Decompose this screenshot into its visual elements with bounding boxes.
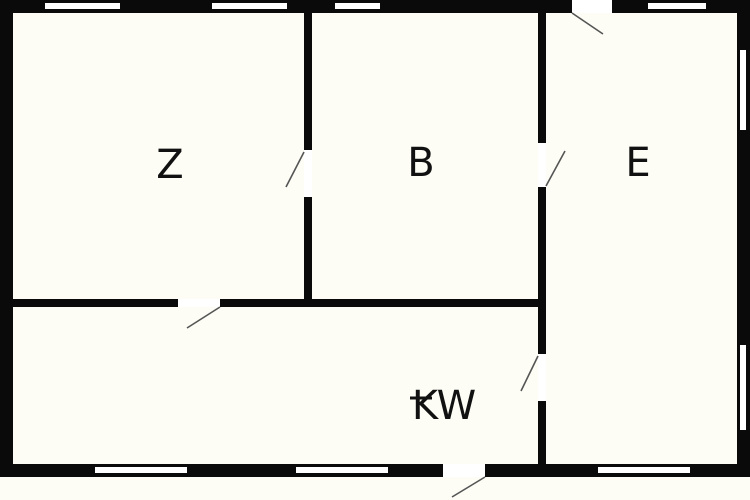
exterior-wall-left (0, 0, 13, 477)
window-right-1 (740, 50, 746, 130)
door-opening-top-e (572, 0, 612, 13)
room-label-e: E (625, 140, 650, 186)
door-swing-top-e (571, 12, 604, 35)
window-top-3 (335, 3, 380, 9)
window-top-2 (212, 3, 287, 9)
door-opening-entrance (443, 464, 485, 477)
door-opening-kw-e (538, 354, 546, 401)
window-bottom-2 (296, 467, 388, 473)
door-swing-kw-e (520, 355, 539, 392)
interior-wall-b-e (538, 13, 546, 464)
window-top-4 (648, 3, 706, 9)
door-opening-z-kw (178, 299, 220, 307)
room-label-b: B (407, 140, 434, 186)
door-swing-z-b (285, 151, 305, 188)
window-bottom-1 (95, 467, 187, 473)
interior-wall-horizontal (13, 299, 542, 307)
door-swing-z-kw (186, 306, 221, 329)
window-right-2 (740, 345, 746, 430)
window-top-1 (45, 3, 120, 9)
door-swing-entrance (451, 476, 486, 498)
window-bottom-3 (598, 467, 690, 473)
door-swing-b-e (545, 150, 566, 187)
room-label-z: Z (156, 142, 183, 188)
door-opening-b-e (538, 143, 546, 187)
room-label-kw: KW (412, 383, 476, 429)
door-opening-z-b (304, 150, 312, 197)
